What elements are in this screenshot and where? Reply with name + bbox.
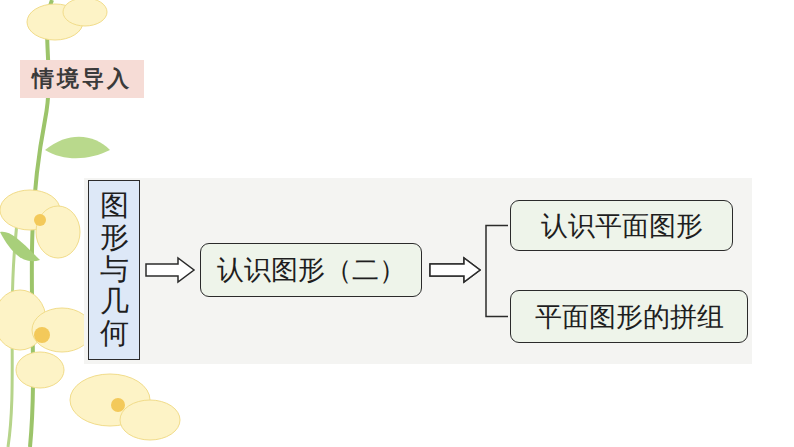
hollow-arrow-connector xyxy=(430,226,508,283)
node-text: 认识图形（二） xyxy=(217,252,406,288)
subtopic-box: 认识平面图形 xyxy=(510,200,733,251)
subtopic-box: 平面图形的拼组 xyxy=(510,290,748,343)
category-box: 图形与几何 xyxy=(88,180,140,360)
hollow-arrow-connector xyxy=(146,258,194,282)
node-text: 平面图形的拼组 xyxy=(535,299,724,335)
node-text: 图形与几何 xyxy=(100,190,129,349)
node-text: 认识平面图形 xyxy=(541,208,703,244)
section-banner: 情境导入 xyxy=(20,60,144,98)
hollow-arrow-connector xyxy=(430,258,508,317)
topic-box: 认识图形（二） xyxy=(200,243,422,297)
